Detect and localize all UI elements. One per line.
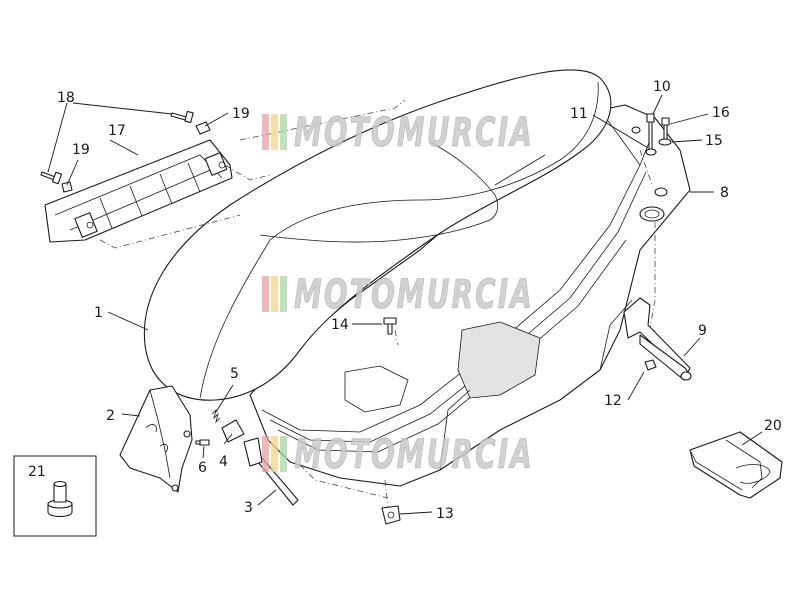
callout-labels: 1 2 3 4 5 6 8 9 10 11 12 13 14 15 16 17 … [28,79,782,522]
nut-12 [644,359,657,371]
latch-4 [221,419,263,467]
clip-19-upper [195,121,211,135]
callout-15: 15 [705,133,723,149]
hinge-9 [623,297,692,381]
callout-9: 9 [698,323,707,339]
watermark-text-2: MOTOMURCIA [294,272,534,318]
callout-5: 5 [230,366,239,382]
watermark-text-1: MOTOMURCIA [294,110,534,156]
callout-2: 2 [106,408,115,424]
callout-19-upper: 19 [232,106,250,122]
callout-8: 8 [720,185,729,201]
wm-stripe-3 [280,114,287,150]
front-guard [119,385,193,493]
callout-17: 17 [108,123,126,139]
callout-20: 20 [764,418,782,434]
callout-12: 12 [604,393,622,409]
washer-11 [645,148,657,156]
washer-15 [658,138,672,146]
strap-20 [689,431,783,499]
callout-21: 21 [28,464,46,480]
watermark-top: MOTOMURCIA [262,110,534,156]
wm-stripe-4 [262,276,269,312]
callout-14: 14 [331,317,349,333]
rear-plate [44,139,233,243]
clip-19-lower [61,181,73,193]
callout-6: 6 [198,460,207,476]
clip-13 [381,505,401,525]
watermark-middle: MOTOMURCIA [262,272,534,318]
callout-1: 1 [94,305,103,321]
callout-4: 4 [219,454,228,470]
wm-stripe-5 [271,276,278,312]
callout-16: 16 [712,105,730,121]
watermark-text-3: MOTOMURCIA [294,432,534,478]
callout-13: 13 [436,506,454,522]
callout-18: 18 [57,90,75,106]
screw-18-upper [170,110,194,124]
leader-lines [47,94,763,515]
screw-14 [383,317,397,335]
wm-stripe-7 [262,436,269,472]
wm-stripe-8 [271,436,278,472]
callout-11: 11 [570,106,588,122]
wm-stripe-2 [271,114,278,150]
screw-18-lower [40,171,63,185]
callout-19-lower: 19 [72,142,90,158]
wm-stripe-6 [280,276,287,312]
buffer-21-box [13,455,97,537]
wm-stripe-9 [280,436,287,472]
wm-stripe-1 [262,114,269,150]
watermark-bottom: MOTOMURCIA [262,432,534,478]
assembly-lines [99,99,656,509]
spring-5 [211,408,221,424]
callout-10: 10 [653,79,671,95]
callout-3: 3 [244,500,253,516]
seat [143,69,612,401]
screw-6 [195,439,210,446]
